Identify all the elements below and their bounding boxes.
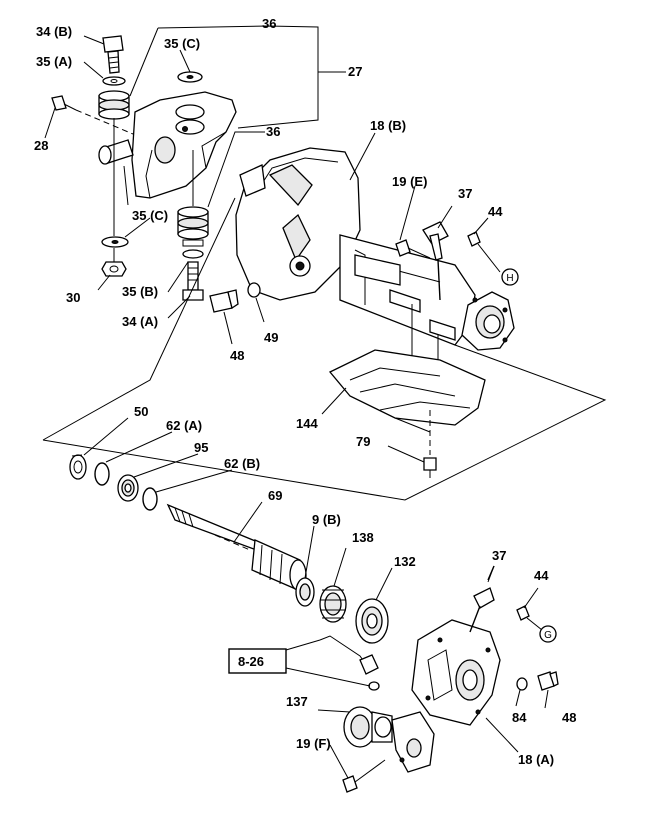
label-35a: 35 (A) xyxy=(36,54,72,69)
section-outline xyxy=(42,197,236,441)
transfer-housing-18a xyxy=(411,619,501,726)
bolt-28 xyxy=(51,95,77,111)
label-137: 137 xyxy=(286,694,308,709)
label-132: 132 xyxy=(394,554,416,569)
bushing-36-lower xyxy=(177,206,209,247)
label-35b: 35 (B) xyxy=(122,284,158,299)
output-flange-137 xyxy=(343,706,393,748)
label-30: 30 xyxy=(66,290,80,305)
label-62a: 62 (A) xyxy=(166,418,202,433)
plug-48-upper xyxy=(209,289,239,313)
label-95: 95 xyxy=(194,440,208,455)
leader-lines xyxy=(44,25,549,779)
reference-h-letter: H xyxy=(506,273,513,284)
label-48-lower: 48 xyxy=(562,710,576,725)
label-36-top: 36 xyxy=(262,16,276,31)
bearing-95 xyxy=(117,474,139,502)
bracket-27 xyxy=(98,91,237,206)
breather-37-upper xyxy=(422,221,449,301)
label-19e: 19 (E) xyxy=(392,174,427,189)
washer-35b xyxy=(182,249,204,259)
label-44-lower: 44 xyxy=(534,568,549,583)
seal-50 xyxy=(69,454,87,480)
label-19f: 19 (F) xyxy=(296,736,331,751)
label-8-26: 8-26 xyxy=(238,654,264,669)
bolt-79 xyxy=(423,410,437,478)
callout-labels: 34 (B) 36 35 (A) 35 (C) 27 28 36 18 (B) … xyxy=(34,16,576,767)
bolt-34a xyxy=(182,261,204,301)
label-box-8-26 xyxy=(228,648,287,674)
washer-84 xyxy=(516,677,528,691)
label-9b: 9 (B) xyxy=(312,512,341,527)
shaft-69 xyxy=(166,503,307,591)
nut-30 xyxy=(101,261,127,277)
bolt-34b xyxy=(102,35,124,74)
mount-bracket-assembly xyxy=(51,35,237,301)
washer-35a xyxy=(102,76,126,86)
bolt-44-upper xyxy=(467,231,501,273)
label-34a: 34 (A) xyxy=(122,314,158,329)
label-27: 27 xyxy=(348,64,362,79)
bolt-44-lower xyxy=(516,605,543,631)
label-35c-upper: 35 (C) xyxy=(164,36,200,51)
label-18a: 18 (A) xyxy=(518,752,554,767)
label-84: 84 xyxy=(512,710,527,725)
label-35c-lower: 35 (C) xyxy=(132,208,168,223)
bushing-36-upper xyxy=(98,90,130,120)
skid-plate-144 xyxy=(328,349,486,433)
plug-48-lower xyxy=(537,671,559,691)
bolt-19f xyxy=(342,759,386,793)
label-49: 49 xyxy=(264,330,278,345)
differential-housing-18b xyxy=(235,147,515,380)
label-18b: 18 (B) xyxy=(370,118,406,133)
label-37-lower: 37 xyxy=(492,548,506,563)
reference-h-icon xyxy=(501,268,519,286)
label-34b: 34 (B) xyxy=(36,24,72,39)
actuator-block xyxy=(391,711,435,773)
gear-138 xyxy=(319,585,347,623)
label-28: 28 xyxy=(34,138,48,153)
label-138: 138 xyxy=(352,530,374,545)
label-44-upper: 44 xyxy=(488,204,503,219)
reference-g-icon xyxy=(539,625,557,643)
washer-49 xyxy=(247,282,261,298)
reference-g-letter: G xyxy=(544,630,552,641)
snap-ring-62b xyxy=(142,487,158,511)
label-48-upper: 48 xyxy=(230,348,244,363)
label-36-mid: 36 xyxy=(266,124,280,139)
label-144: 144 xyxy=(296,416,318,431)
label-50: 50 xyxy=(134,404,148,419)
bearing-9b xyxy=(295,577,315,607)
snap-ring-62a xyxy=(94,462,110,486)
sleeve-132 xyxy=(355,598,389,644)
label-37-upper: 37 xyxy=(458,186,472,201)
bolt-19e xyxy=(395,239,431,259)
label-62b: 62 (B) xyxy=(224,456,260,471)
label-79: 79 xyxy=(356,434,370,449)
label-69: 69 xyxy=(268,488,282,503)
switch-assembly-8-26 xyxy=(319,635,380,691)
